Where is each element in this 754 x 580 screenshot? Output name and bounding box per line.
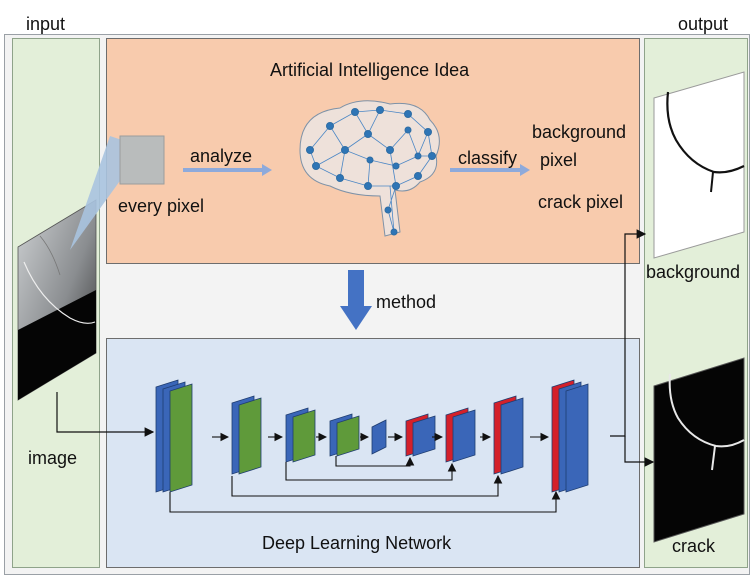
enc1-layer-2 xyxy=(169,383,193,493)
dec4-layer-1 xyxy=(412,415,436,457)
output-label: output xyxy=(678,14,729,34)
output-background-image xyxy=(653,71,745,259)
analyze-label: analyze xyxy=(190,146,253,166)
zoom-callout xyxy=(70,136,122,250)
output-crack-image xyxy=(653,357,745,543)
input-crack-image xyxy=(17,199,97,401)
method-label: method xyxy=(376,292,437,312)
method-arrow xyxy=(340,270,372,330)
skip-connection xyxy=(335,456,415,467)
crack-pixel-label: crack pixel xyxy=(538,192,624,212)
classify-label: classify xyxy=(458,148,518,168)
pixel-patch xyxy=(119,135,165,185)
every-pixel-label: every pixel xyxy=(118,196,205,216)
skip-connection xyxy=(285,462,457,481)
dl-title: Deep Learning Network xyxy=(262,533,452,553)
dec2-layer-1 xyxy=(500,397,524,475)
brain-network-icon xyxy=(299,100,440,237)
background-pixel-label-2: pixel xyxy=(540,150,578,170)
enc3-layer-1 xyxy=(292,409,316,463)
background-pixel-label-1: background xyxy=(532,122,627,142)
skip-connection xyxy=(169,490,561,513)
dec1-layer-2 xyxy=(565,383,589,493)
crack-label: crack xyxy=(672,536,716,556)
enc2-layer-1 xyxy=(238,397,262,475)
image-label: image xyxy=(28,448,78,468)
ai-title: Artificial Intelligence Idea xyxy=(270,60,470,80)
bottleneck xyxy=(371,419,387,455)
dec3-layer-1 xyxy=(452,409,476,463)
unet-blocks xyxy=(155,379,589,513)
background-label: background xyxy=(646,262,741,282)
skip-connection xyxy=(231,474,503,497)
enc4-layer-1 xyxy=(336,415,360,457)
input-label: input xyxy=(26,14,66,34)
